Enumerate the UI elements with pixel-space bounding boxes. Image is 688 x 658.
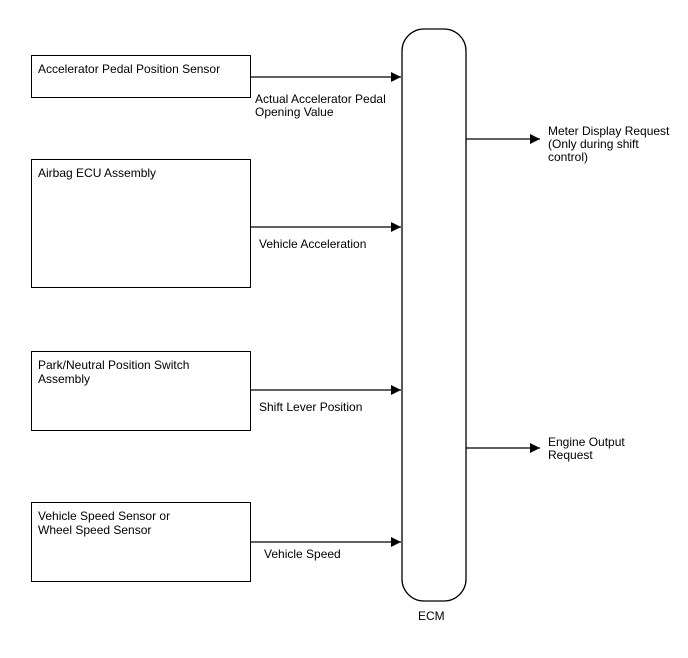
airbag-ecu-label: Airbag ECU Assembly bbox=[38, 166, 157, 180]
output-label-engine-output-request: Engine Output Request bbox=[548, 435, 625, 462]
signal-label-vehicle-speed: Vehicle Speed bbox=[264, 547, 341, 561]
accelerator-pedal-sensor-label: Accelerator Pedal Position Sensor bbox=[38, 62, 221, 76]
vehicle-speed-sensor-label: Vehicle Speed Sensor or Wheel Speed Sens… bbox=[38, 509, 171, 537]
accelerator-pedal-sensor-box: Accelerator Pedal Position Sensor bbox=[31, 55, 251, 98]
vehicle-speed-sensor-box: Vehicle Speed Sensor or Wheel Speed Sens… bbox=[31, 502, 251, 582]
park-neutral-switch-box: Park/Neutral Position Switch Assembly bbox=[31, 351, 251, 431]
park-neutral-switch-label: Park/Neutral Position Switch Assembly bbox=[38, 358, 190, 386]
airbag-ecu-box: Airbag ECU Assembly bbox=[31, 159, 251, 288]
output-label-meter-display-request: Meter Display Request (Only during shift… bbox=[548, 124, 670, 164]
ecm-label: ECM bbox=[418, 609, 445, 623]
ecm-block bbox=[401, 28, 467, 602]
signal-label-shift-lever-position: Shift Lever Position bbox=[259, 400, 363, 414]
signal-label-accelerator-opening: Actual Accelerator Pedal Opening Value bbox=[255, 92, 386, 119]
signal-label-vehicle-acceleration: Vehicle Acceleration bbox=[259, 237, 367, 251]
